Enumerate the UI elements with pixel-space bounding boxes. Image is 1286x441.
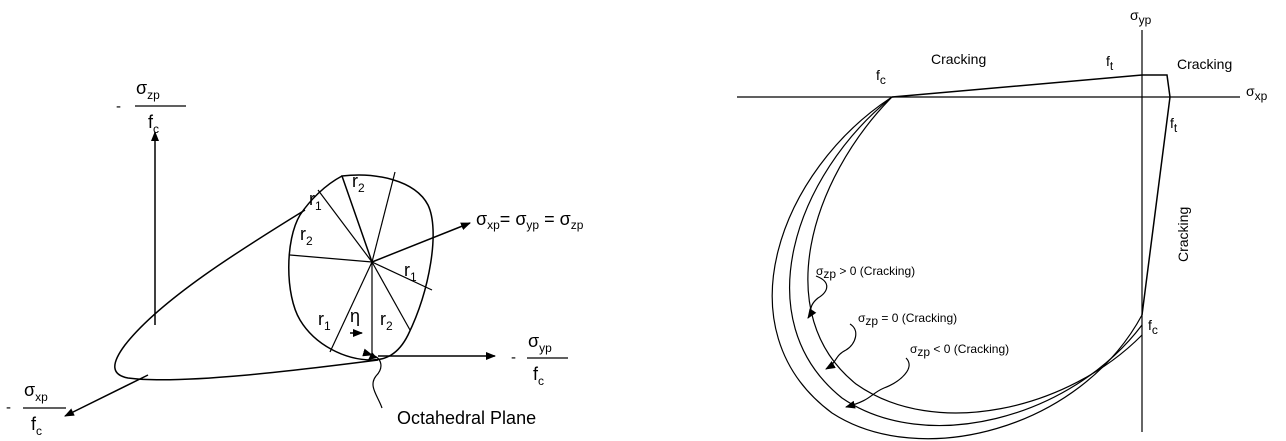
spoke-2 — [371, 171, 396, 263]
svg-text:fc: fc — [148, 112, 159, 136]
label-eta: η — [350, 306, 360, 326]
label-x-axis: - σxp fc — [6, 380, 66, 438]
curve-zp-negative — [807, 96, 1143, 414]
label-cracking-corner: Cracking — [1177, 56, 1232, 72]
label-r2-bottom: r2 — [380, 309, 393, 333]
label-ft-top: ft — [1106, 53, 1114, 73]
label-r1-bottom: r1 — [318, 309, 331, 333]
pointer-zp-zero — [825, 323, 857, 370]
label-r2-top: r2 — [352, 171, 365, 195]
svg-text:-: - — [6, 399, 11, 416]
label-ft-right: ft — [1170, 115, 1178, 135]
label-curve-zp-zero: σzp = 0 (Cracking) — [858, 311, 957, 328]
label-sigma-yp: σyp — [1130, 7, 1152, 27]
label-cracking-top: Cracking — [931, 51, 986, 67]
svg-text:σyp: σyp — [528, 331, 552, 355]
svg-text:fc: fc — [533, 364, 544, 388]
spoke-1 — [317, 189, 373, 263]
label-y-axis: - σyp fc — [511, 331, 568, 388]
label-curve-zp-positive: σzp > 0 (Cracking) — [816, 264, 915, 281]
svg-text:σxp: σxp — [24, 380, 48, 404]
hydrostatic-axis-arrow — [371, 222, 471, 263]
label-octahedral-plane: Octahedral Plane — [397, 408, 536, 428]
octahedral-section — [288, 174, 434, 361]
pointer-zp-positive — [807, 275, 828, 319]
label-r1-right: r1 — [404, 260, 417, 284]
pointer-zp-negative — [845, 357, 910, 409]
plane-pointer — [362, 348, 383, 409]
right-biaxial-failure-surface: σyp σxp fc ft ft fc Cracking Cracking Cr… — [737, 7, 1268, 440]
svg-text:-: - — [511, 349, 516, 366]
spoke-4 — [371, 261, 433, 291]
label-z-axis: - σzp fc — [116, 78, 186, 136]
spoke-6 — [371, 261, 411, 331]
label-sigma-xp: σxp — [1246, 83, 1268, 103]
label-hydrostatic-axis: σxp= σyp = σzp — [476, 209, 584, 232]
left-3d-failure-surface: r1 r2 r2 r1 r1 r2 η σxp= σyp = σzp - σzp… — [6, 78, 584, 438]
label-fc-right: fc — [1148, 317, 1158, 337]
svg-text:fc: fc — [31, 414, 42, 438]
spoke-3 — [289, 254, 373, 263]
svg-text:-: - — [116, 98, 121, 115]
plane-pointer-head — [368, 352, 377, 360]
svg-text:σzp: σzp — [136, 78, 160, 102]
spoke-5 — [329, 261, 373, 353]
tension-cutoff — [891, 74, 1171, 316]
label-r1-top: r1 — [309, 189, 322, 213]
x-axis-arrow — [64, 374, 149, 417]
label-r2-left: r2 — [300, 224, 313, 248]
label-curve-zp-negative: σzp < 0 (Cracking) — [910, 342, 1009, 359]
curve-zp-zero — [789, 96, 1143, 427]
meridian-envelope — [114, 209, 379, 381]
label-cracking-vertical: Cracking — [1175, 207, 1191, 262]
curve-zp-positive — [771, 96, 1143, 440]
label-fc-top: fc — [876, 67, 886, 87]
